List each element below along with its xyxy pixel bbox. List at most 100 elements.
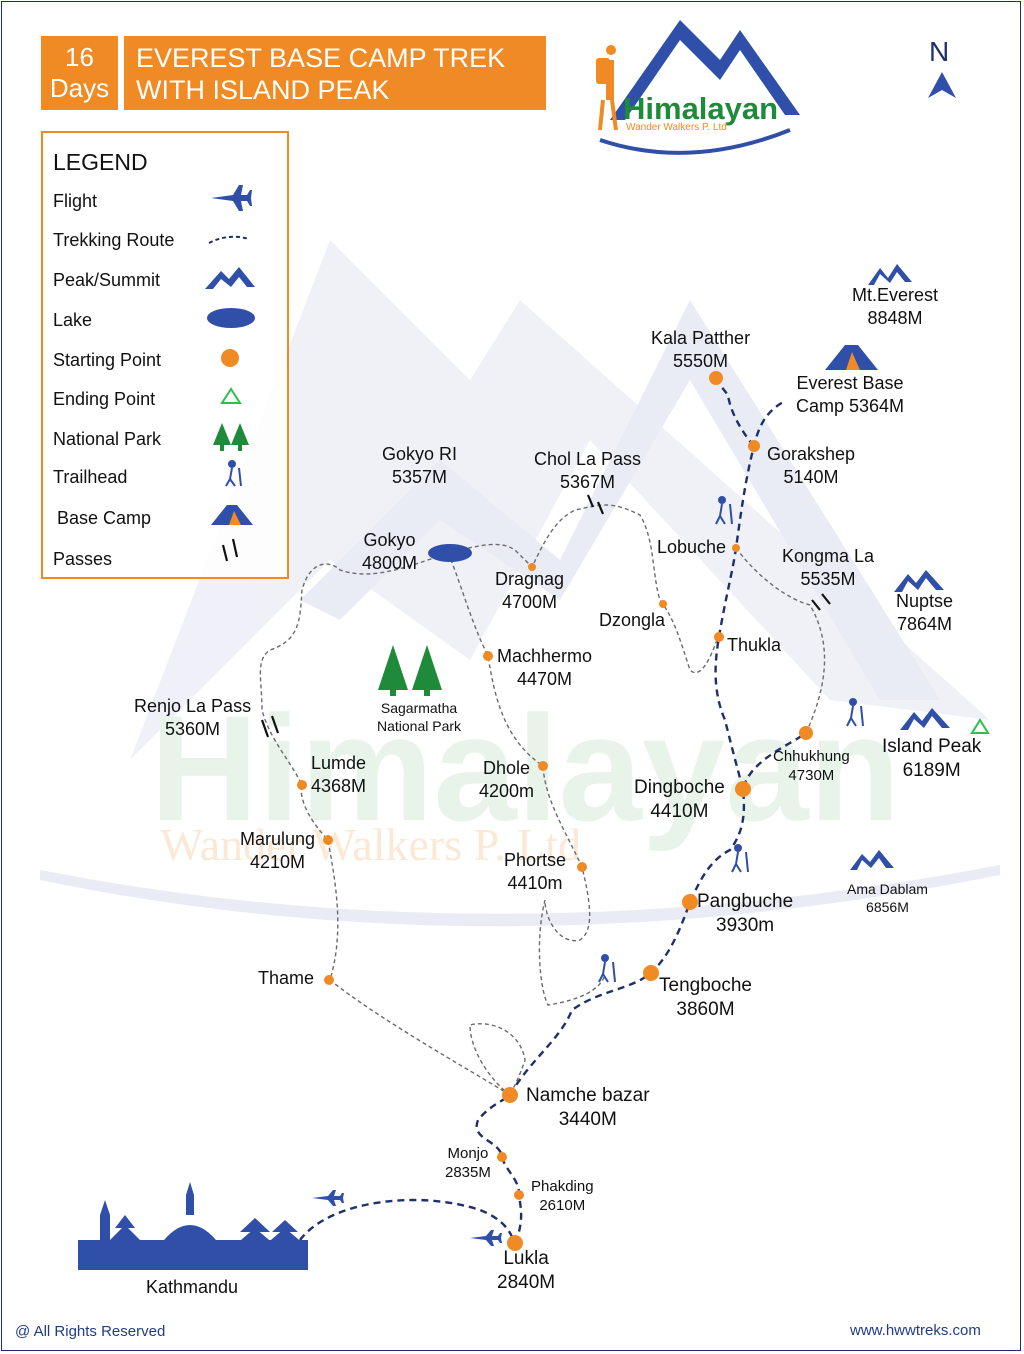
chhukhung-dot	[799, 726, 813, 740]
legend-label-basecamp: Base Camp	[57, 508, 152, 528]
title-line-1: EVEREST BASE CAMP TREK	[136, 43, 506, 73]
lobuche-label: Lobuche	[657, 537, 727, 557]
watermark-swoosh	[40, 865, 1000, 927]
pangbuche-dot	[682, 894, 698, 910]
marulung-dot	[323, 835, 333, 845]
trees-icon	[213, 423, 249, 451]
side-routes	[259, 504, 826, 1096]
dzongla-dot	[659, 600, 667, 608]
copyright-text: @ All Rights Reserved	[15, 1323, 166, 1340]
airplane-icon	[211, 185, 252, 211]
logo-brand: Himalayan	[623, 91, 779, 126]
svg-text:Himalayan: Himalayan	[150, 684, 900, 852]
legend-label-trailhead: Trailhead	[53, 467, 128, 487]
legend: LEGEND Flight Trekking Route Peak/Summit…	[41, 131, 289, 579]
hiker-icon	[598, 954, 616, 983]
watermark-text: Himalayan Wander Walkers P. Ltd	[150, 684, 900, 870]
island-peak-mountain-icon	[900, 708, 950, 730]
phortse-dot	[577, 862, 587, 872]
airplane-icon	[470, 1230, 502, 1246]
dzongla-label: Dzongla	[599, 610, 666, 630]
svg-text:Wander Walkers P. Ltd: Wander Walkers P. Ltd	[160, 819, 581, 870]
nuptse-mountain-icon	[894, 570, 944, 592]
pass-markers	[260, 494, 831, 738]
title-banner: EVEREST BASE CAMP TREK WITH ISLAND PEAK	[124, 36, 546, 110]
days-badge: 16 Days	[41, 36, 118, 110]
airplane-icons	[312, 1190, 502, 1246]
hiker-icon	[846, 698, 864, 727]
legend-label-passes: Passes	[53, 549, 113, 569]
dashed-route-icon	[208, 235, 250, 244]
kala-patther-dot	[709, 371, 723, 385]
tengboche-dot	[643, 965, 659, 981]
legend-icons	[205, 185, 255, 562]
thukla-dot	[714, 632, 724, 642]
north-label: N	[929, 36, 950, 67]
trailhead-icons	[598, 496, 864, 983]
days-number: 16	[65, 42, 94, 72]
gokyo-lake-icon	[428, 544, 472, 562]
monjo-dot	[497, 1152, 507, 1162]
lobuche-dot	[732, 544, 740, 552]
legend-label-peak: Peak/Summit	[53, 270, 161, 290]
national-park-trees-icon	[378, 645, 442, 696]
pass-icon	[221, 538, 239, 562]
ending-point-icon	[970, 718, 990, 734]
dragnag-dot	[528, 563, 536, 571]
north-arrow-icon	[928, 72, 956, 98]
lake-icon	[207, 308, 255, 328]
tent-icon	[825, 345, 878, 370]
website-link[interactable]: www.hwwtreks.com	[850, 1322, 981, 1339]
everest-mountain-icon	[868, 264, 912, 285]
green-triangle-icon	[220, 387, 242, 404]
thame-label: Thame	[258, 968, 315, 988]
airplane-icon	[312, 1190, 344, 1206]
dingboche-dot	[735, 781, 751, 797]
logo-subtitle: Wander Walkers P. Ltd	[626, 122, 727, 133]
legend-label-end: Ending Point	[53, 389, 156, 409]
legend-label-lake: Lake	[53, 310, 93, 330]
thame-dot	[324, 975, 334, 985]
legend-label-start: Starting Point	[53, 350, 162, 370]
legend-label-route: Trekking Route	[53, 230, 175, 250]
thukla-label: Thukla	[727, 635, 782, 655]
lukla-dot	[507, 1235, 523, 1251]
ama-dablam-mountain-icon	[850, 850, 894, 870]
peak-icons	[850, 264, 950, 870]
lumde-dot	[297, 780, 307, 790]
legend-label-park: National Park	[53, 429, 162, 449]
hiker-icon	[731, 844, 749, 873]
kathmandu-skyline-icon	[78, 1182, 308, 1270]
days-label: Days	[49, 73, 110, 103]
route-points	[297, 371, 813, 1251]
gorakshep-dot	[748, 440, 760, 452]
namche-dot	[502, 1087, 518, 1103]
watermark-mountains	[130, 240, 990, 760]
logo-mark	[596, 20, 800, 155]
